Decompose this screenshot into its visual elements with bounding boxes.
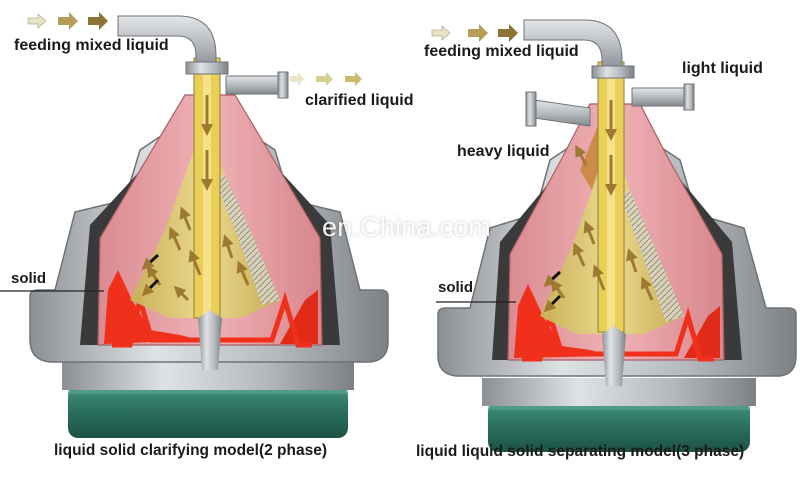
- left-base: [68, 386, 348, 438]
- left-clarified-label: clarified liquid: [305, 92, 414, 109]
- left-solid-zone: [104, 270, 200, 344]
- right-light-label: light liquid: [682, 60, 763, 77]
- right-feed-label: feeding mixed liquid: [424, 43, 579, 60]
- left-outlet-pipe: [225, 75, 283, 95]
- right-separator: [437, 19, 797, 452]
- right-base: [488, 402, 750, 452]
- left-solid-label: solid: [11, 270, 47, 287]
- left-flow-arrows: [146, 95, 250, 302]
- watermark: en.China.com: [322, 212, 491, 242]
- right-solid-label: solid: [438, 279, 474, 296]
- left-feed-label: feeding mixed liquid: [14, 37, 169, 54]
- left-outlet-arrows: [290, 72, 362, 86]
- left-feed-arrows: [27, 12, 108, 30]
- right-light-outlet: [631, 87, 689, 107]
- right-heavy-label: heavy liquid: [457, 143, 550, 160]
- right-solid-zone: [514, 284, 612, 358]
- right-flow-arrows: [550, 100, 654, 301]
- right-caption: liquid liquid solid separating model(3 p…: [416, 443, 745, 460]
- left-separator: [29, 15, 389, 438]
- right-heavy-outlet: [533, 99, 591, 127]
- left-caption: liquid solid clarifying model(2 phase): [54, 442, 328, 459]
- right-feed-arrows: [431, 24, 518, 42]
